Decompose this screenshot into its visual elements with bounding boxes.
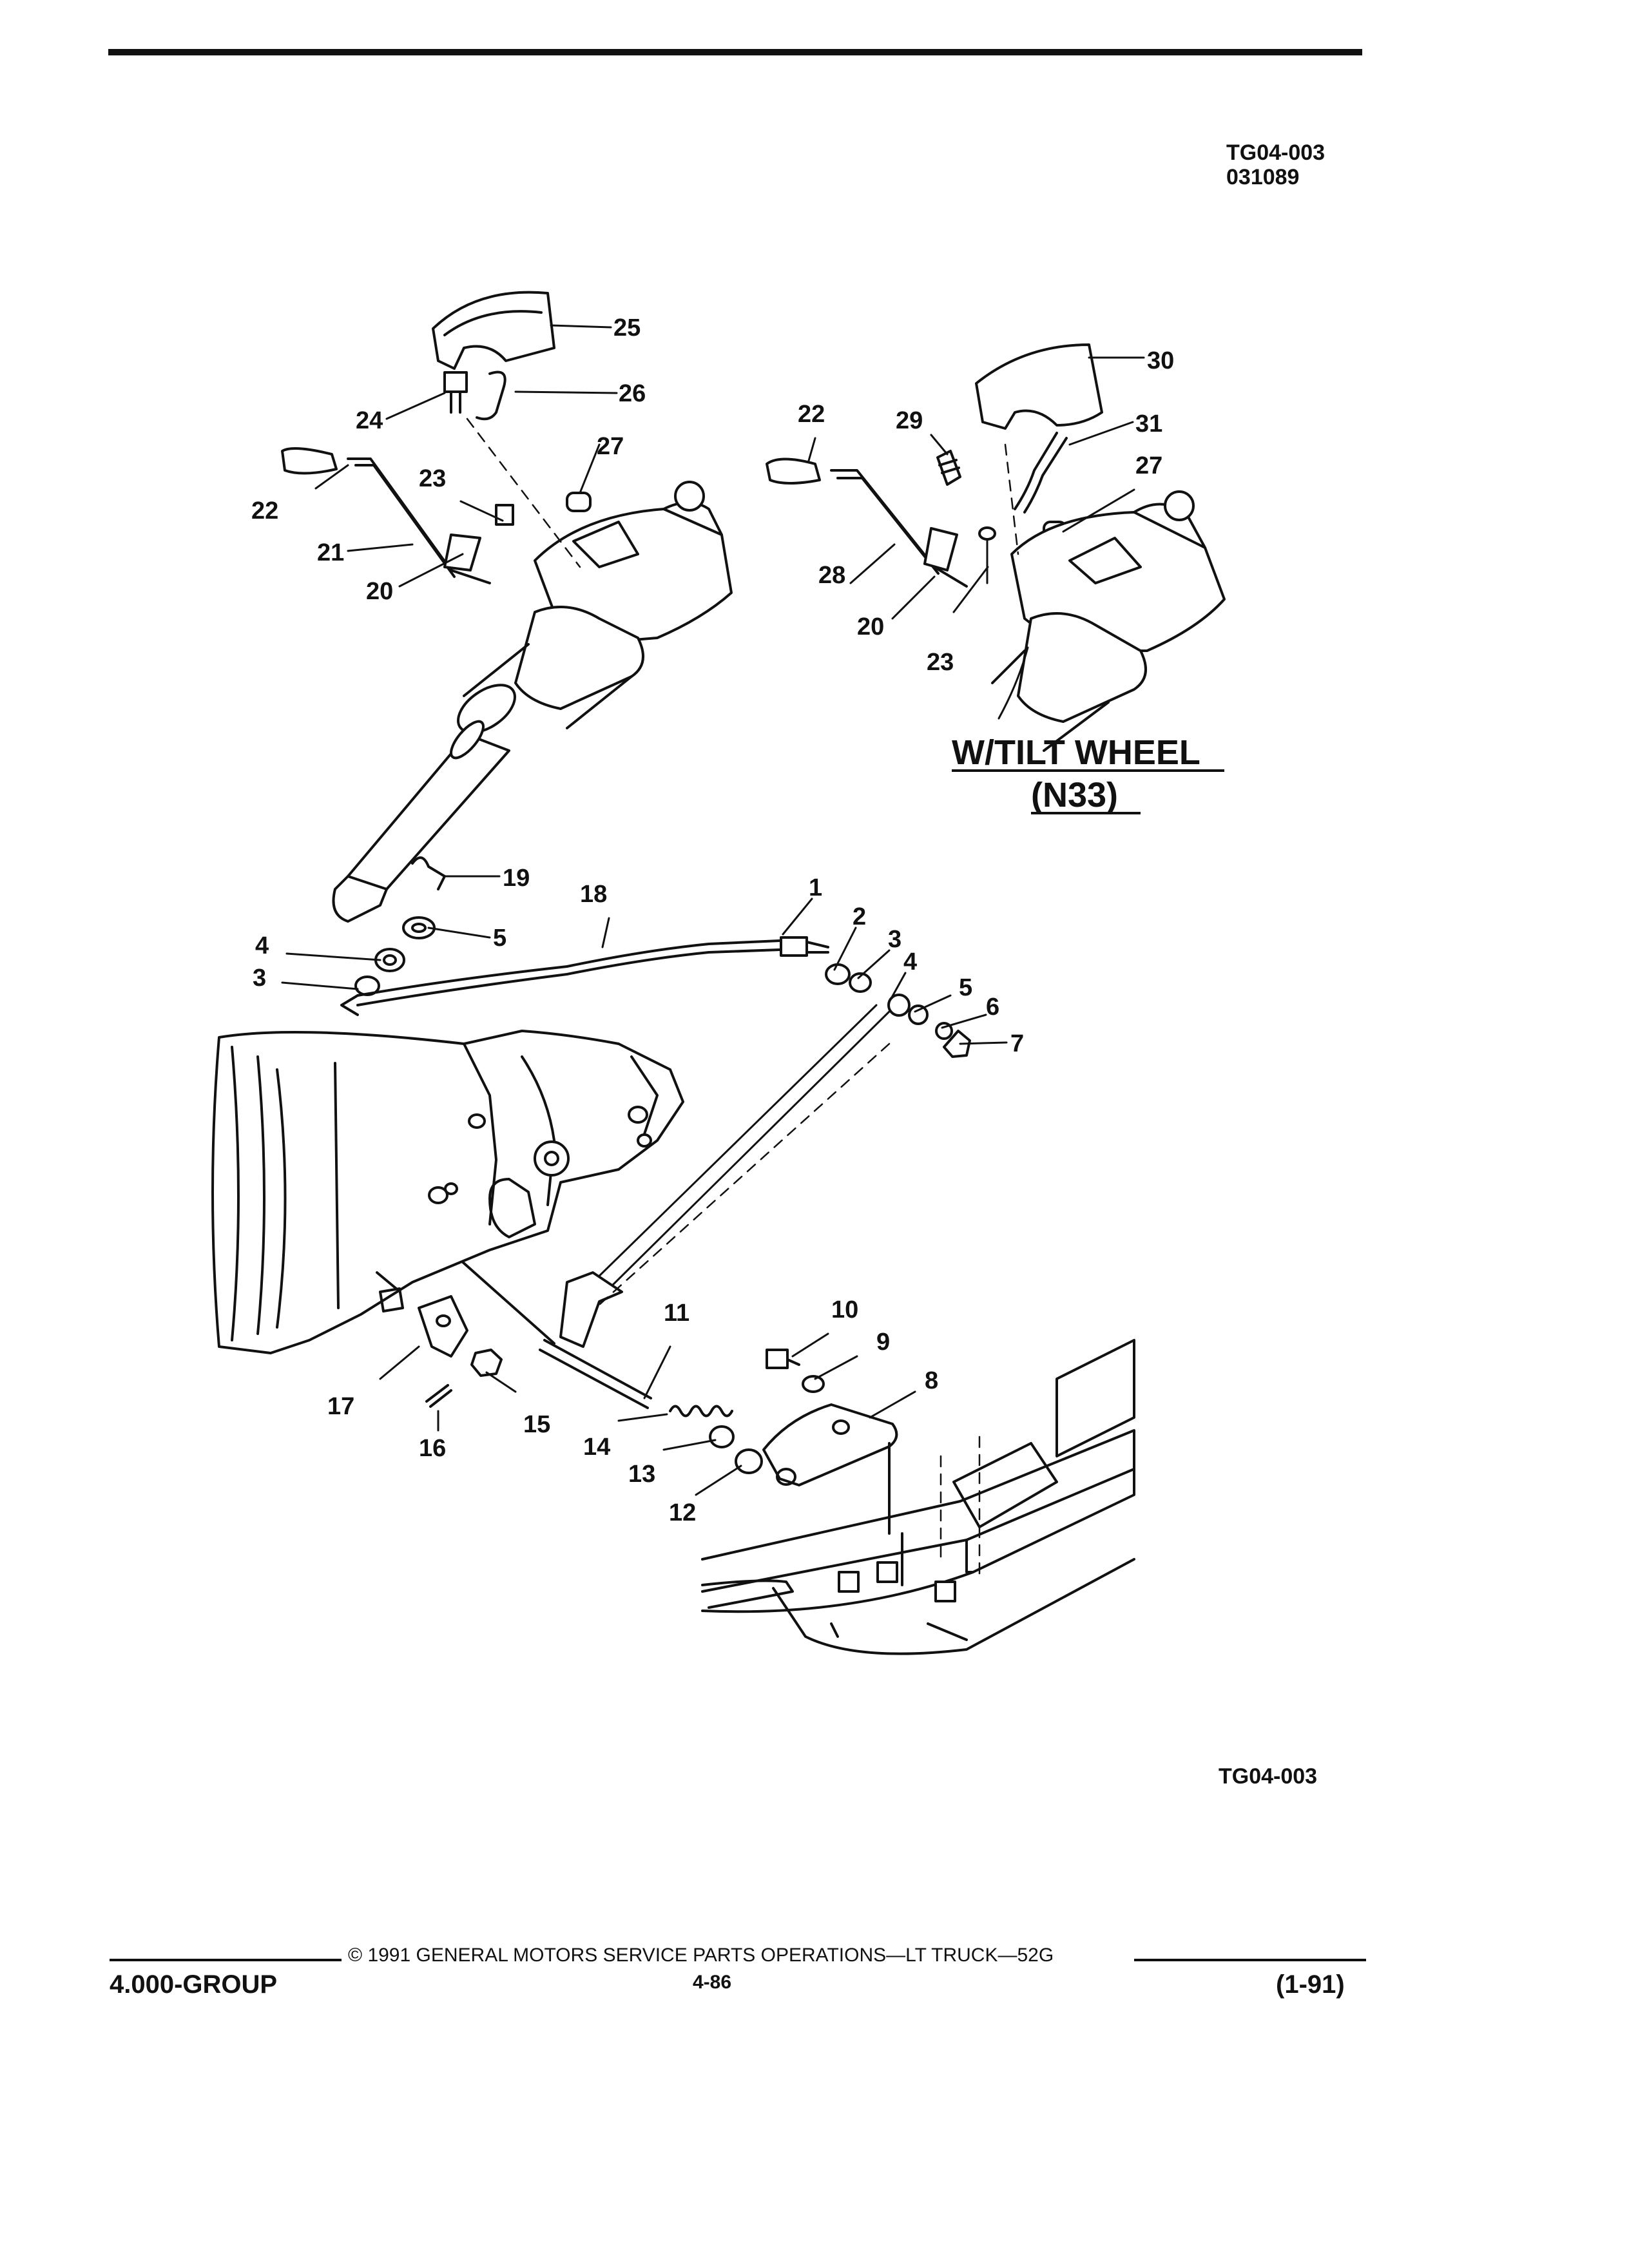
footer-rule-left: [110, 1959, 342, 1961]
callout-12: 12: [669, 1499, 696, 1526]
callout-7: 7: [1010, 1030, 1024, 1057]
frame-rail: [701, 1339, 1135, 1655]
callout-20-left: 20: [366, 578, 393, 605]
callout-9: 9: [876, 1329, 890, 1356]
callout-14: 14: [583, 1434, 610, 1461]
callout-3-right: 3: [888, 926, 901, 953]
footer-revision: (1-91): [1276, 1970, 1345, 1999]
callout-30: 30: [1147, 347, 1174, 374]
callout-labels: 25 26 24 22 23 27 21 20 19 18 5 4 3 1 2 …: [251, 314, 1200, 1526]
date-code: 031089: [1226, 165, 1300, 189]
callout-29: 29: [896, 407, 923, 434]
callout-27-left: 27: [597, 433, 624, 460]
footer-page-number: 4-86: [693, 1972, 732, 1993]
assembly-centerlines: [466, 418, 1019, 1580]
callout-26: 26: [619, 380, 646, 407]
leader-lines: [281, 324, 1145, 1496]
callout-2: 2: [853, 903, 866, 930]
callout-19: 19: [503, 865, 530, 892]
callout-18: 18: [580, 881, 607, 908]
callout-5-right: 5: [959, 974, 972, 1001]
footer-group: 4.000-GROUP: [110, 1970, 278, 1999]
callout-31: 31: [1135, 410, 1162, 437]
drawing-code: TG04-003: [1226, 140, 1325, 165]
drawing-code-bottom: TG04-003: [1219, 1764, 1318, 1789]
callout-4-right: 4: [903, 948, 917, 975]
callout-15: 15: [523, 1411, 550, 1438]
callout-17: 17: [327, 1393, 354, 1420]
tilt-steering-column: [766, 343, 1226, 752]
callout-20-right: 20: [857, 613, 884, 640]
callout-28: 28: [818, 562, 845, 589]
callout-22-left: 22: [251, 497, 278, 524]
callout-4-left: 4: [255, 932, 269, 959]
shift-linkage: [340, 936, 971, 1486]
callout-11: 11: [664, 1300, 689, 1327]
footer-rule-right: [1134, 1959, 1366, 1961]
callout-16: 16: [419, 1435, 446, 1462]
callout-21: 21: [317, 539, 344, 566]
callout-10: 10: [831, 1296, 858, 1323]
callout-27-right: 27: [1135, 452, 1162, 479]
caption-underlines: [952, 769, 1224, 814]
callout-25: 25: [613, 314, 641, 341]
callout-1: 1: [809, 874, 822, 901]
drawing-code-block: TG04-003 031089: [1226, 140, 1325, 189]
callout-24: 24: [356, 407, 383, 434]
callout-3-left: 3: [253, 965, 266, 992]
callout-5-left: 5: [493, 925, 506, 952]
callout-8: 8: [925, 1367, 938, 1394]
callout-23-right: 23: [927, 649, 954, 676]
tilt-wheel-caption: W/TILT WHEEL: [952, 733, 1200, 772]
standard-steering-column: [281, 291, 733, 996]
footer-copyright: © 1991 GENERAL MOTORS SERVICE PARTS OPER…: [348, 1945, 1054, 1966]
callout-6: 6: [986, 994, 999, 1021]
transmission: [211, 1030, 684, 1354]
callout-13: 13: [628, 1461, 655, 1488]
callout-23-left: 23: [419, 465, 446, 492]
header-rule: [108, 49, 1362, 55]
callout-22-right: 22: [798, 401, 825, 428]
tilt-wheel-code: (N33): [1031, 776, 1118, 814]
